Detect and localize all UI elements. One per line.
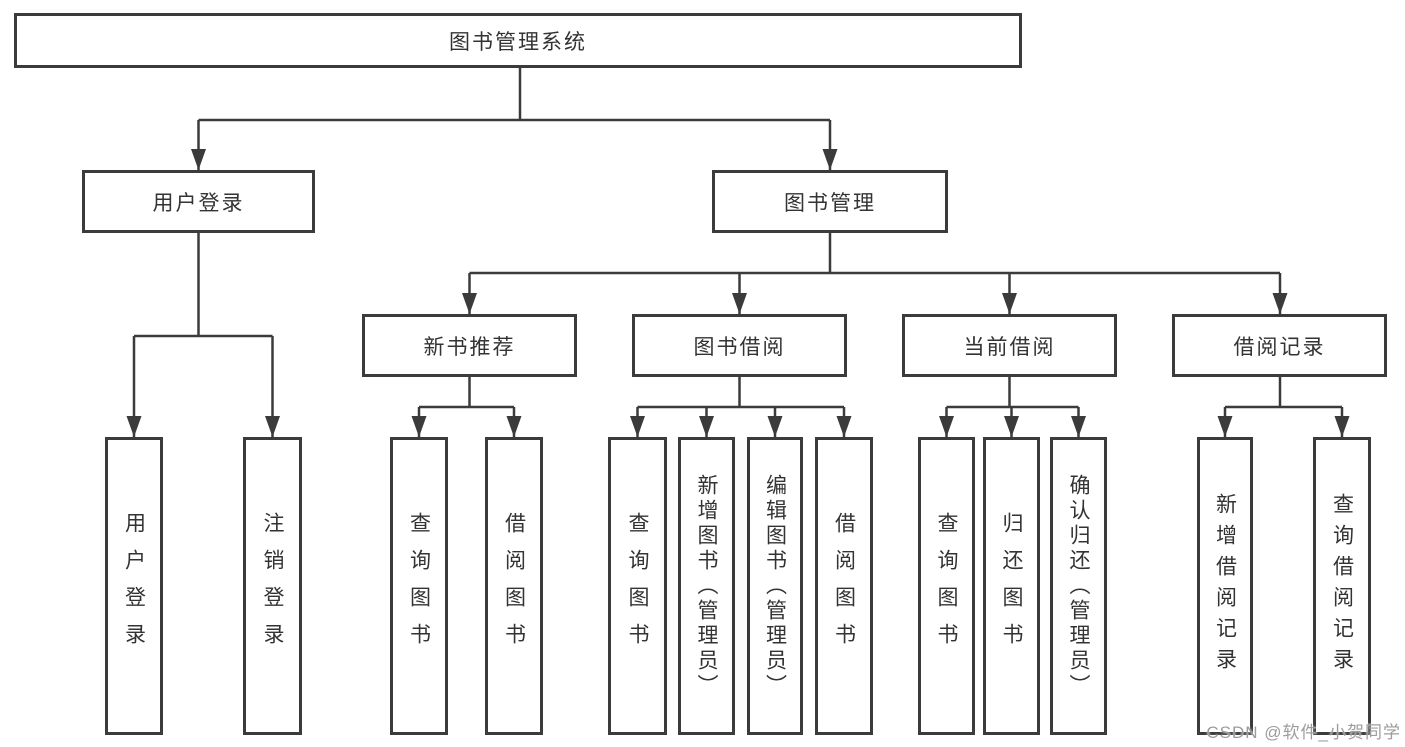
node-label: 当前借阅 [963, 335, 1056, 359]
leaf-borrow-add-books-admin: 新增图书（管理员） [678, 437, 735, 735]
node-book-borrow: 图书借阅 [632, 314, 847, 377]
node-label: 借阅记录 [1233, 335, 1326, 359]
leaf-record-query: 查询借阅记录 [1313, 437, 1371, 735]
connector-book-borrow-children [630, 377, 852, 437]
node-book-management: 图书管理 [712, 170, 948, 233]
connector-book-mgmt-children [462, 233, 1288, 314]
leaf-label: 查询图书 [626, 512, 649, 660]
node-current-borrow: 当前借阅 [902, 314, 1117, 377]
leaf-current-return-books: 归还图书 [983, 437, 1040, 735]
connector-user-login-children [126, 233, 280, 437]
leaf-label: 新增借阅记录 [1213, 493, 1237, 679]
leaf-label: 借阅图书 [502, 512, 526, 660]
node-user-login: 用户登录 [82, 170, 315, 233]
leaf-record-add: 新增借阅记录 [1197, 437, 1253, 735]
leaf-newbook-borrow-books: 借阅图书 [485, 437, 543, 735]
leaf-label: 借阅图书 [832, 512, 856, 660]
connector-root-to-level1 [191, 68, 838, 170]
leaf-borrow-query-books: 查询图书 [608, 437, 667, 735]
leaf-borrow-borrow-books: 借阅图书 [815, 437, 873, 735]
leaf-label: 确认归还（管理员） [1067, 473, 1090, 699]
csdn-watermark: CSDN @软件_小贺同学 [1206, 723, 1401, 742]
node-label: 图书管理系统 [449, 30, 587, 54]
node-library-system: 图书管理系统 [14, 13, 1022, 68]
leaf-label: 查询图书 [935, 512, 958, 660]
leaf-label: 编辑图书（管理员） [763, 473, 787, 699]
leaf-label: 新增图书（管理员） [695, 473, 718, 699]
leaf-borrow-edit-books-admin: 编辑图书（管理员） [747, 437, 803, 735]
connector-new-book-children [411, 377, 522, 437]
node-label: 用户登录 [152, 191, 245, 215]
leaf-label: 用户登录 [122, 512, 146, 660]
node-new-book-recommend: 新书推荐 [362, 314, 577, 377]
node-label: 新书推荐 [423, 335, 516, 359]
leaf-label: 查询借阅记录 [1330, 493, 1354, 679]
leaf-label: 注销登录 [261, 512, 284, 660]
leaf-current-confirm-return-admin: 确认归还（管理员） [1050, 437, 1107, 735]
leaf-label: 查询图书 [407, 512, 431, 660]
connector-current-borrow-children [939, 377, 1086, 437]
node-borrow-records: 借阅记录 [1172, 314, 1387, 377]
leaf-label: 归还图书 [1000, 512, 1023, 660]
node-label: 图书借阅 [693, 335, 786, 359]
connector-borrow-records-children [1217, 377, 1350, 437]
leaf-user-login: 用户登录 [105, 437, 163, 735]
leaf-newbook-query-books: 查询图书 [390, 437, 448, 735]
node-label: 图书管理 [784, 191, 876, 215]
leaf-current-query-books: 查询图书 [918, 437, 975, 735]
leaf-logout: 注销登录 [243, 437, 302, 735]
